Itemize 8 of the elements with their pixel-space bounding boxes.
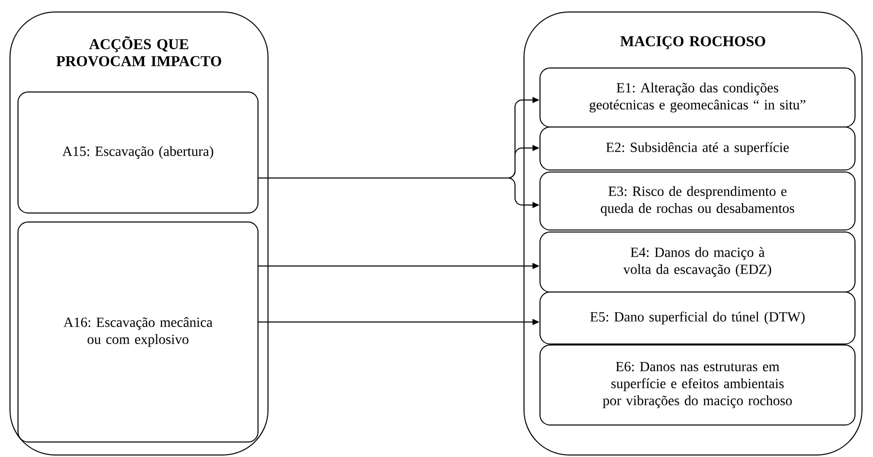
process-box: A16: Escavação mecânica ou com explosivo [18, 222, 258, 442]
process-box: E6: Danos nas estruturas em superfície e efeitos ambientais por vibrações do maciço rochoso [540, 344, 856, 426]
process-box: E3: Risco de desprendimento e queda de rochas ou desabamentos [540, 172, 856, 230]
process-box: E1: Alteração das condições geotécnicas e geomecânicas “ in situ” [540, 68, 856, 128]
process-box: A15: Escavação (abertura) [18, 92, 258, 214]
process-box: E4: Danos do maciço à volta da escavação (EDZ) [540, 232, 856, 292]
process-box: E2: Subsidência até a superfície [540, 126, 856, 170]
process-box: E5: Dano superficial do túnel (DTW) [540, 292, 856, 344]
